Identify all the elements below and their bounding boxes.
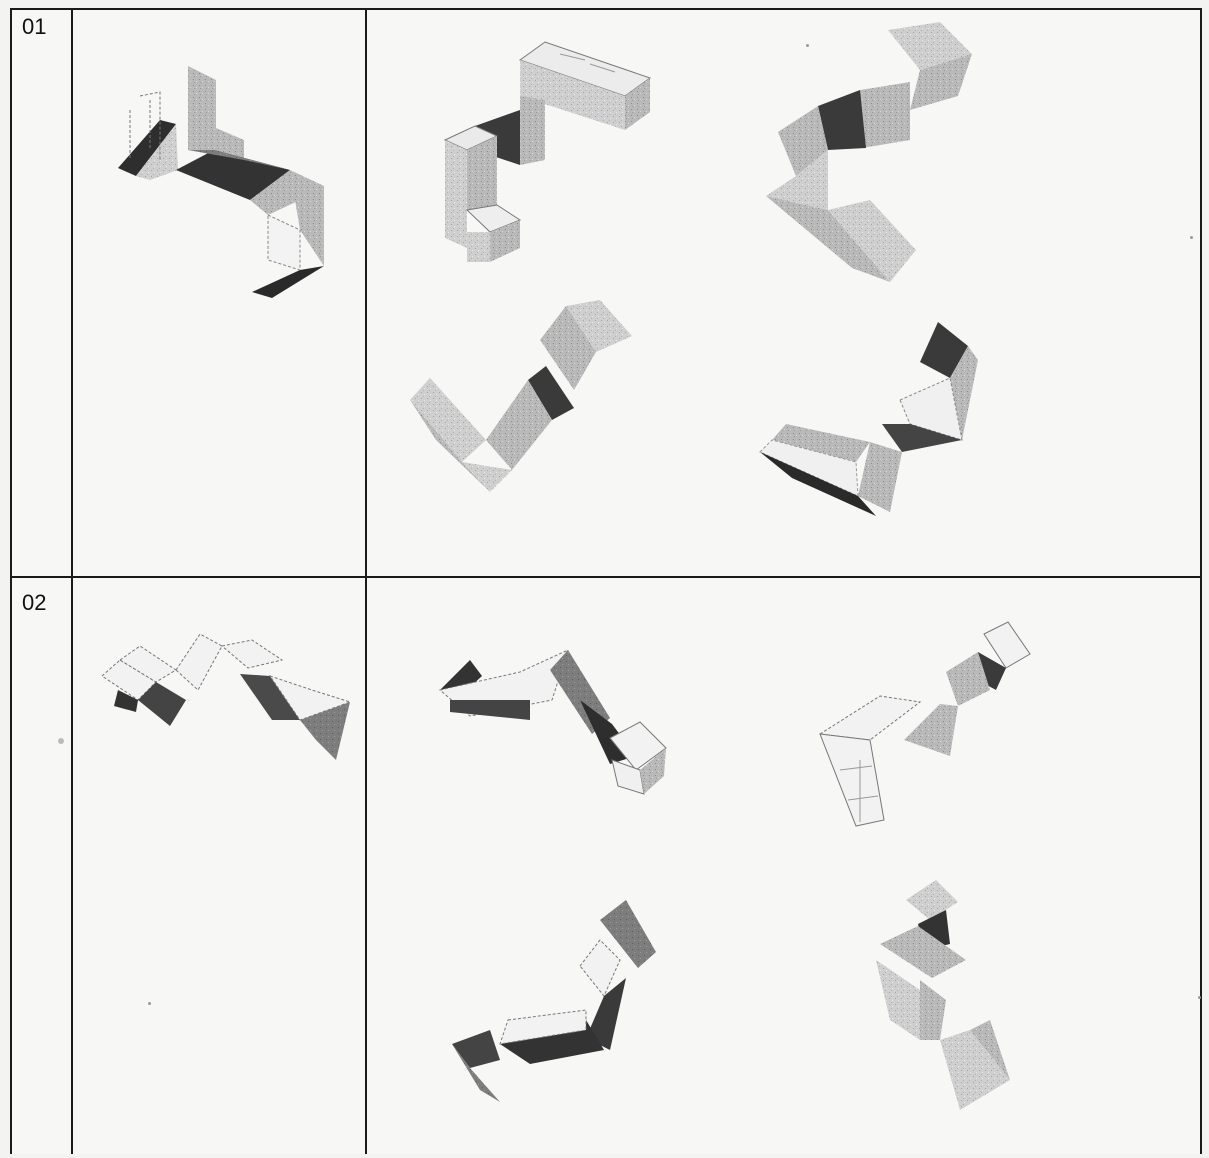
scan-speck bbox=[1198, 996, 1201, 999]
row1-reference-figure bbox=[118, 66, 324, 298]
row2-option-1 bbox=[440, 650, 666, 794]
scan-speck bbox=[58, 738, 64, 744]
row2-option-4 bbox=[876, 880, 1010, 1110]
row2-reference-figure bbox=[102, 634, 350, 760]
row1-option-4 bbox=[760, 322, 978, 516]
row1-option-1 bbox=[445, 42, 650, 262]
row2-option-2 bbox=[820, 622, 1030, 826]
scan-speck bbox=[806, 44, 809, 47]
row2-option-3 bbox=[452, 900, 656, 1102]
scan-speck bbox=[148, 1002, 151, 1005]
row1-option-2 bbox=[766, 22, 972, 282]
scan-speck bbox=[1190, 236, 1193, 239]
row1-option-3 bbox=[410, 300, 632, 492]
